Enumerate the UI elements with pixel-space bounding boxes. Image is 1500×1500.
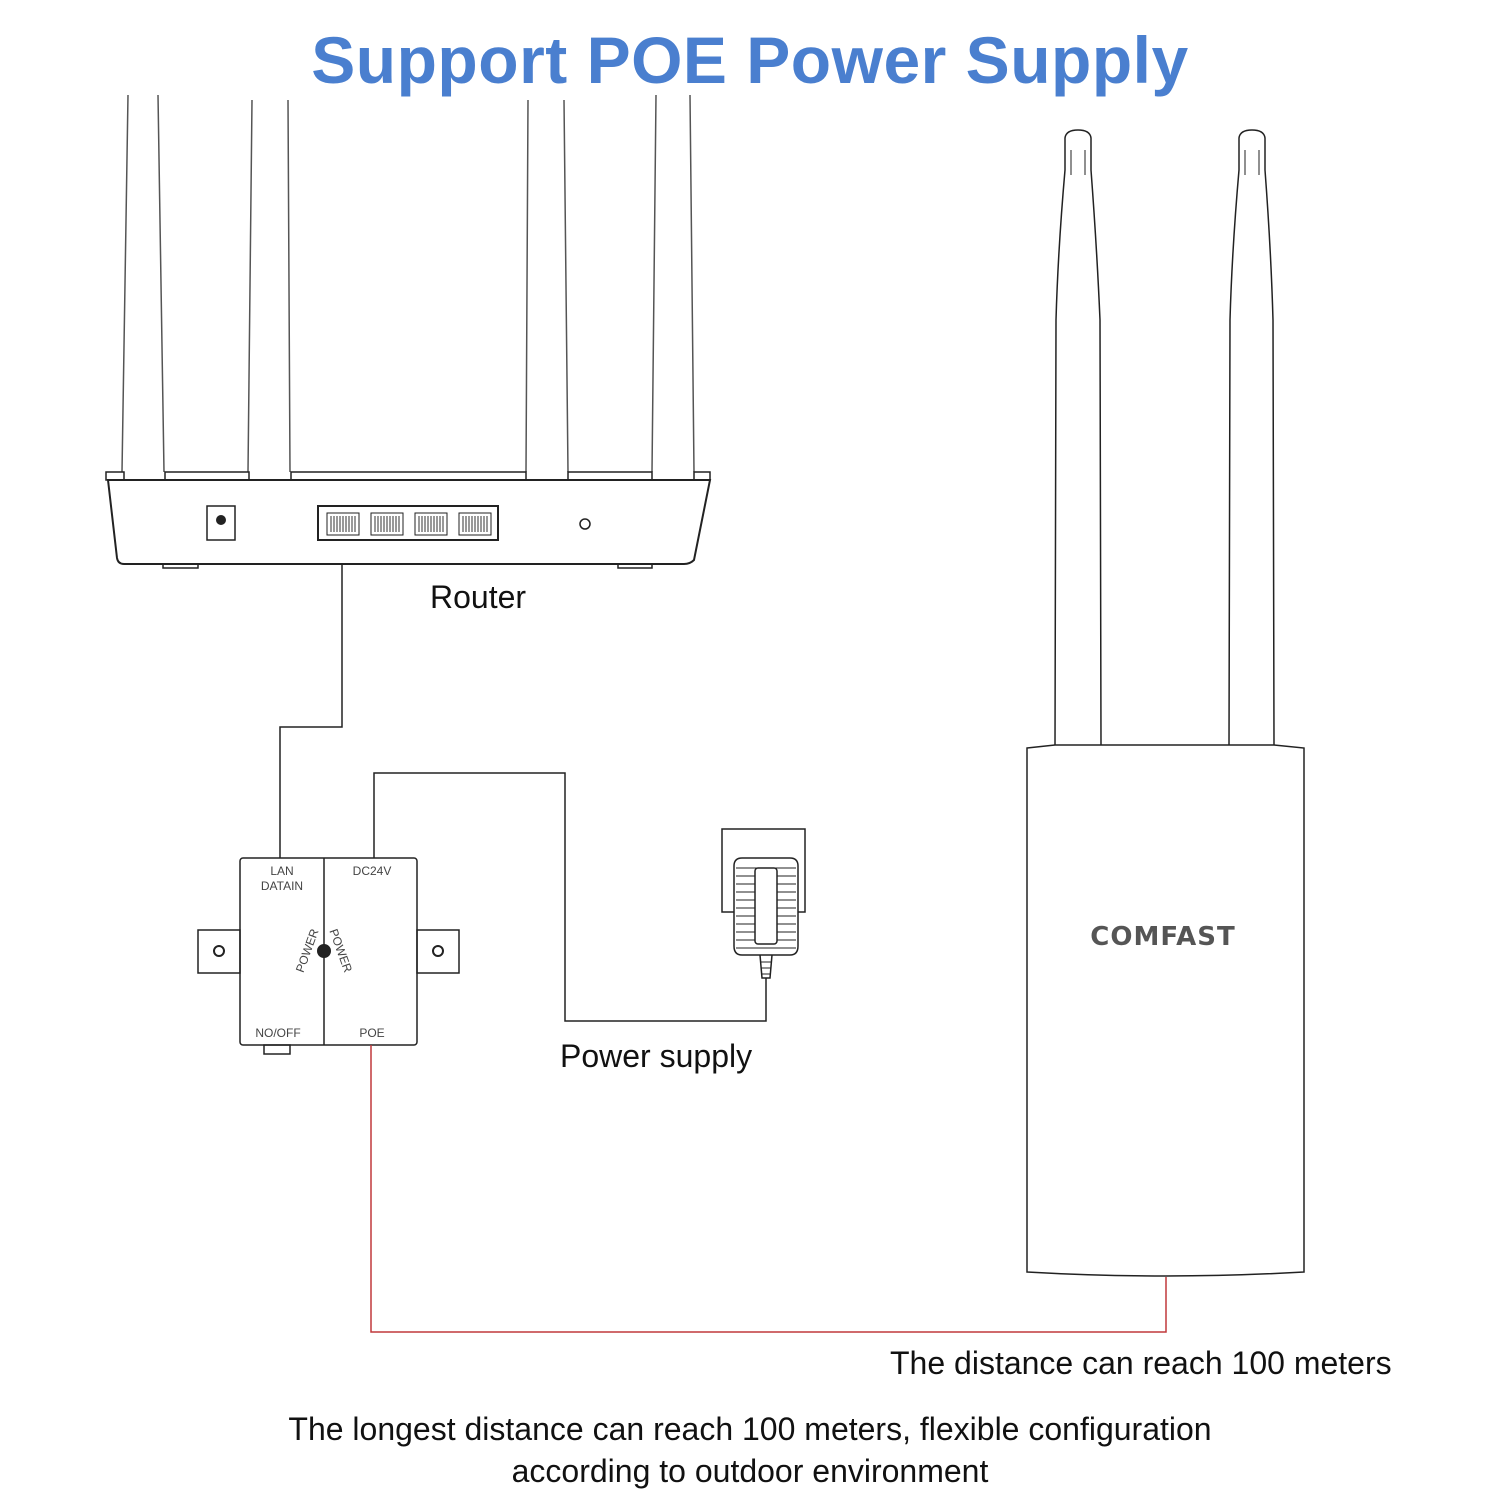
injector-right-ear xyxy=(416,929,460,974)
router-antenna-4 xyxy=(651,94,695,473)
dc-cable xyxy=(373,772,767,1022)
injector-switch-label: NO/OFF xyxy=(255,1026,300,1040)
ap-antenna-right-ridge xyxy=(1244,150,1260,175)
router xyxy=(105,94,712,569)
caption-line-2: according to outdoor environment xyxy=(511,1453,989,1489)
adapter-cord-strain xyxy=(759,954,773,979)
injector-left-ear xyxy=(197,929,241,974)
page-title: Support POE Power Supply xyxy=(311,23,1189,97)
router-body xyxy=(106,479,712,565)
router-ethernet-ports xyxy=(326,512,492,536)
ap-antenna-right xyxy=(1228,129,1275,746)
router-reset-button xyxy=(579,518,591,530)
ap-antenna-left xyxy=(1054,129,1102,746)
injector-poe-label: POE xyxy=(359,1026,384,1040)
router-power-port xyxy=(206,505,236,541)
power-supply-label: Power supply xyxy=(560,1038,753,1074)
router-antenna-3 xyxy=(525,99,569,473)
router-antenna-2 xyxy=(247,99,291,473)
injector-datain-label: DATAIN xyxy=(261,879,303,893)
ap-body xyxy=(1026,744,1305,1277)
outdoor-ap: COMFAST xyxy=(1026,129,1305,1277)
power-adapter xyxy=(721,828,806,979)
injector-dc-label: DC24V xyxy=(353,864,392,878)
caption-line-1: The longest distance can reach 100 meter… xyxy=(288,1411,1212,1447)
router-feet xyxy=(162,564,653,569)
router-antennas xyxy=(121,94,695,473)
poe-cable xyxy=(370,1045,1167,1333)
injector-switch xyxy=(263,1044,291,1055)
lan-cable xyxy=(279,564,343,858)
router-label: Router xyxy=(430,579,527,615)
injector-lan-label: LAN xyxy=(270,864,293,878)
injector-power-led xyxy=(317,944,331,958)
router-port-bank xyxy=(317,505,499,541)
ap-brand-logo: COMFAST xyxy=(1090,922,1235,952)
distance-label: The distance can reach 100 meters xyxy=(890,1345,1392,1381)
router-power-pin xyxy=(216,515,226,525)
ap-antenna-left-ridge xyxy=(1070,150,1086,175)
router-antenna-1 xyxy=(121,94,165,473)
router-antenna-bases xyxy=(105,471,711,481)
injector-body xyxy=(239,857,418,1046)
adapter-label-plate xyxy=(754,867,778,945)
poe-injector: LAN DATAIN DC24V NO/OFF POE POWER POWER xyxy=(197,857,460,1055)
